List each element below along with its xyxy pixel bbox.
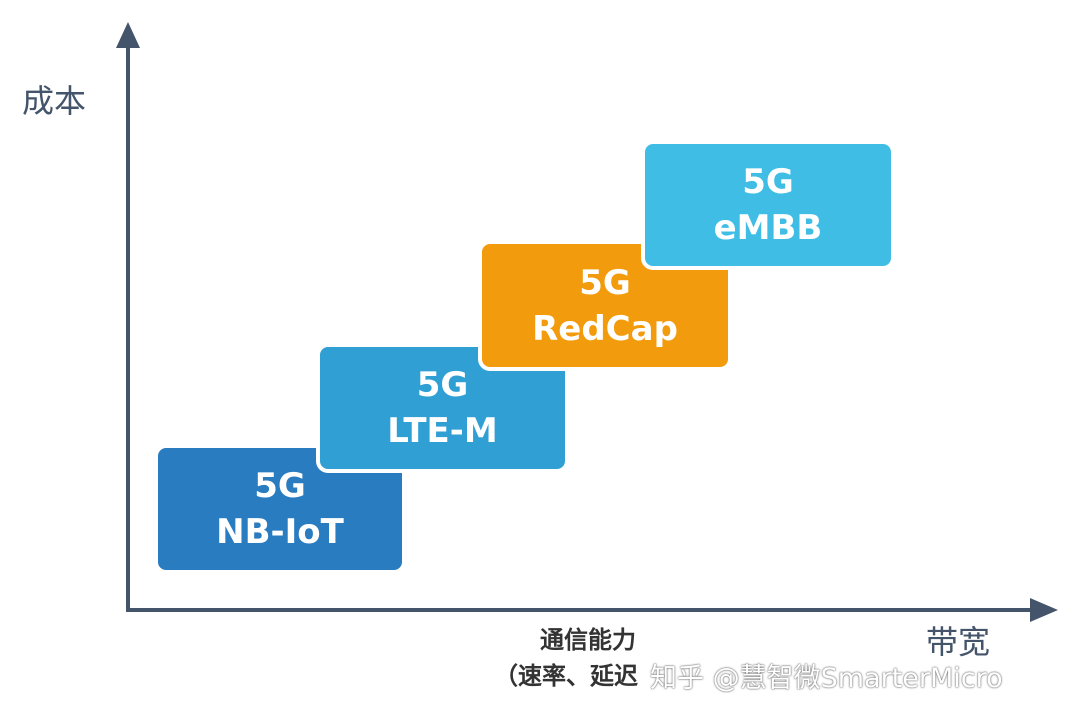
tier-nb-iot-line2: NB-IoT [216, 512, 344, 552]
tier-redcap-line1: 5G [579, 262, 631, 303]
tier-lte-m-line2: LTE-M [387, 411, 498, 451]
tier-embb: 5G eMBB [641, 140, 895, 270]
x-axis-caption-line1: 通信能力 [540, 626, 636, 654]
x-axis-arrow [1030, 598, 1058, 622]
tier-nb-iot-line1: 5G [254, 466, 306, 506]
watermark: 知乎 @慧智微SmarterMicro [650, 663, 1003, 694]
tier-embb-line2: eMBB [713, 208, 823, 248]
y-axis-label: 成本 [22, 82, 87, 120]
y-axis-arrow [116, 22, 140, 48]
x-axis-caption-line2: （速率、延迟 [494, 662, 638, 690]
tier-redcap-line2: RedCap [532, 308, 678, 349]
tier-lte-m-line1: 5G [416, 365, 469, 405]
x-axis-label: 带宽 [926, 623, 991, 661]
tier-nb-iot: 5G NB-IoT [154, 444, 406, 574]
tier-embb-line1: 5G [742, 162, 794, 202]
